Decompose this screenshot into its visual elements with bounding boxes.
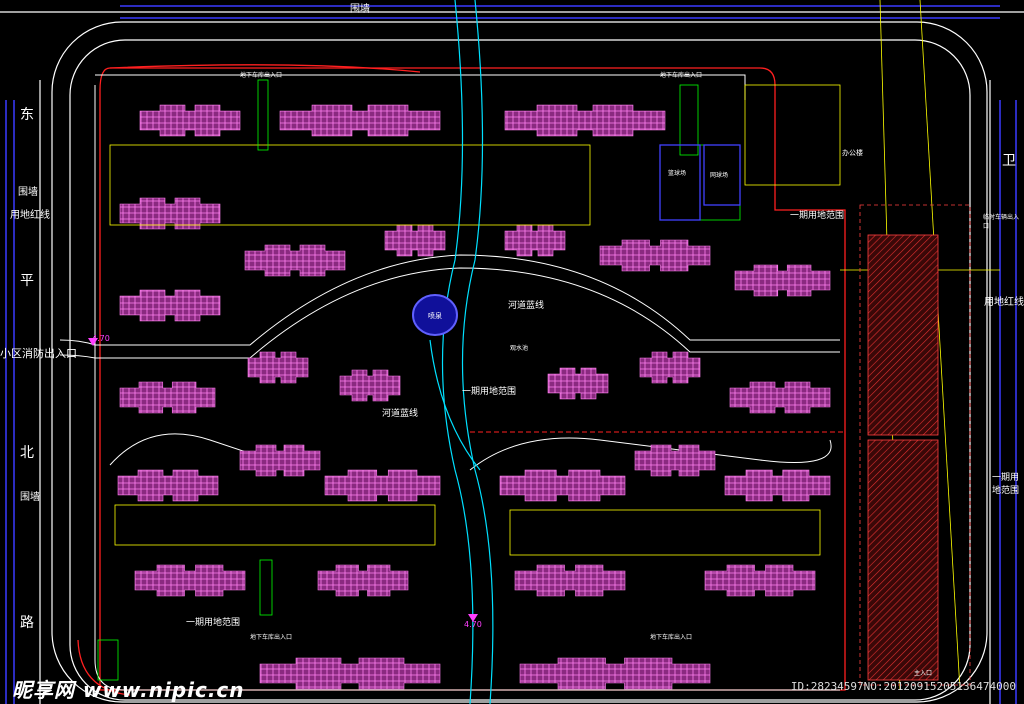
label-gate-right: 临时车辆出入口 xyxy=(983,214,1020,230)
label-weiqiang-left2: 围墙 xyxy=(20,492,40,503)
label-river-top: 河道蓝线 xyxy=(508,301,545,311)
building-footprint xyxy=(499,469,626,502)
building-footprint xyxy=(119,197,221,230)
watermark-brand: 昵享网 www.nipic.cn xyxy=(12,678,245,702)
building-footprint xyxy=(519,657,711,690)
label-phase1-mid: 一期用地范围 xyxy=(462,387,517,397)
label-garage-br: 地下车库出入口 xyxy=(650,634,693,641)
building-footprint xyxy=(599,239,711,272)
label-garage-tl: 地下车库出入口 xyxy=(240,72,283,79)
building-footprint xyxy=(134,564,246,597)
building-footprint xyxy=(244,244,346,277)
building-footprint xyxy=(639,351,701,384)
blue-edges xyxy=(5,5,1017,704)
label-phase1-bottom: 一期用地范围 xyxy=(186,618,241,628)
label-redline-right: 用地红线 xyxy=(984,297,1024,308)
building-footprint xyxy=(504,224,566,257)
label-wei: 卫 xyxy=(1002,153,1016,169)
building-footprint xyxy=(119,289,221,322)
label-garage-bl: 地下车库出入口 xyxy=(250,634,293,641)
level-bottom: 4.70 xyxy=(464,620,482,629)
level-left: 4.70 xyxy=(92,334,110,343)
river xyxy=(429,0,494,704)
label-tennis: 网球场 xyxy=(710,172,729,179)
building-footprint xyxy=(339,369,401,402)
label-redline-left: 用地红线 xyxy=(10,210,50,221)
svg-text:喷泉: 喷泉 xyxy=(428,311,442,320)
label-phase1-top-right: 一期用地范围 xyxy=(790,211,845,221)
building-footprint xyxy=(247,351,309,384)
label-weiqiang-top: 围墙 xyxy=(350,4,370,15)
right-strip xyxy=(859,204,971,686)
building-footprint xyxy=(239,444,321,477)
building-footprint xyxy=(634,444,716,477)
label-lu: 路 xyxy=(20,615,34,631)
residential-buildings xyxy=(117,104,831,690)
outer-roads xyxy=(0,11,1024,704)
building-footprint xyxy=(324,469,441,502)
building-footprint xyxy=(279,104,441,137)
building-footprint xyxy=(704,564,816,597)
building-footprint xyxy=(139,104,241,137)
building-footprint xyxy=(317,564,409,597)
building-footprint xyxy=(384,224,446,257)
label-basketball: 篮球场 xyxy=(668,170,687,177)
watermark-id: ID:28234597NO:20120915205136474000 xyxy=(790,680,1016,693)
building-footprint xyxy=(734,264,831,297)
label-weiqiang-left: 围墙 xyxy=(18,187,38,198)
building-footprint xyxy=(547,367,609,400)
label-garage-tr: 地下车库出入口 xyxy=(660,72,703,79)
building-footprint xyxy=(504,104,666,137)
red-boundary xyxy=(77,64,846,696)
building-footprint xyxy=(259,657,441,690)
courts xyxy=(659,144,741,221)
label-ping: 平 xyxy=(20,273,34,289)
label-bei: 北 xyxy=(20,445,34,461)
label-river-mid: 河道蓝线 xyxy=(382,409,419,419)
fountain-icon: 喷泉 xyxy=(412,294,458,336)
building-footprint xyxy=(514,564,626,597)
label-water: 观水池 xyxy=(510,345,529,352)
building-footprint xyxy=(729,381,831,414)
label-office: 办公楼 xyxy=(842,149,863,157)
label-main-gate: 主入口 xyxy=(914,670,933,677)
label-phase1-right: 一期用地范围 xyxy=(992,473,1020,496)
label-fire-entrance: 小区消防出入口 xyxy=(0,347,77,360)
building-footprint xyxy=(724,469,831,502)
building-footprint xyxy=(117,469,219,502)
building-footprint xyxy=(119,381,216,414)
label-east: 东 xyxy=(20,107,34,123)
level-markers xyxy=(88,338,478,622)
